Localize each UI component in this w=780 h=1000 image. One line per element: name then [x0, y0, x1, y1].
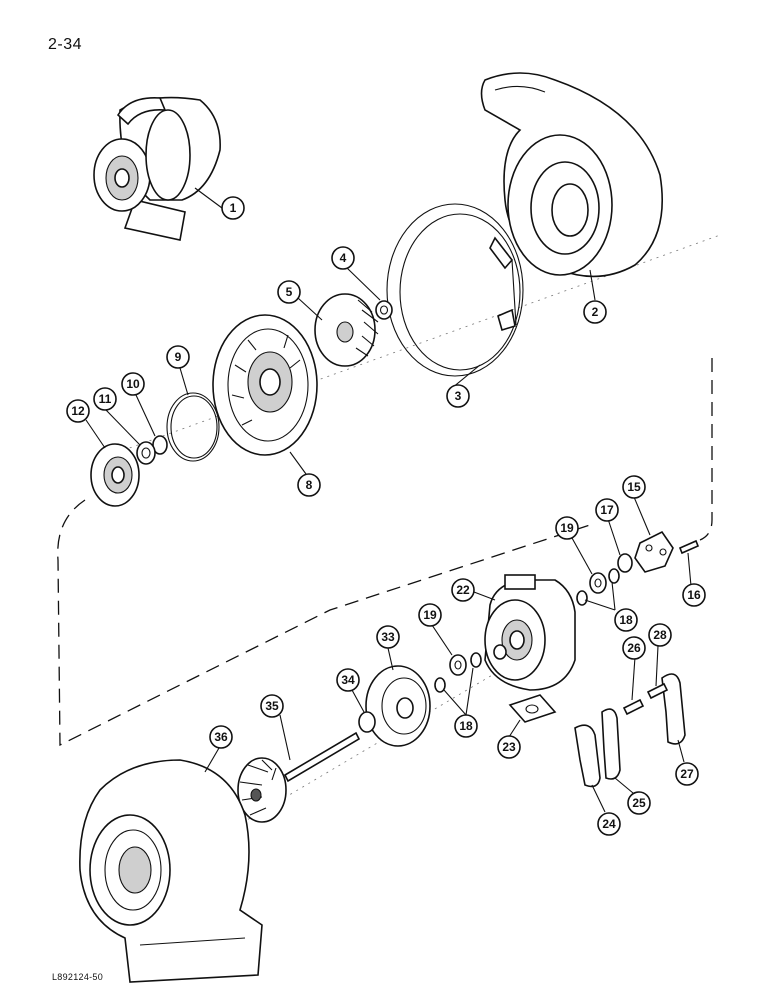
- part-oil-flange: [634, 530, 674, 573]
- callout-17: 17: [595, 498, 619, 522]
- svg-text:16: 16: [687, 588, 701, 602]
- callout-18-upper: 18: [614, 608, 638, 632]
- callout-1: 1: [221, 196, 245, 220]
- callout-9: 9: [166, 345, 190, 369]
- callout-16: 16: [682, 583, 706, 607]
- part-bolt-26: [622, 698, 645, 716]
- part-lock-nut: [375, 300, 393, 320]
- svg-text:28: 28: [653, 628, 667, 642]
- callout-2: 2: [583, 300, 607, 324]
- part-washer: [617, 553, 633, 573]
- callout-11: 11: [93, 387, 117, 411]
- svg-text:18: 18: [459, 719, 473, 733]
- part-lock-plate-25: [601, 708, 621, 780]
- svg-text:9: 9: [175, 350, 182, 364]
- part-compressor-wheel: [314, 293, 379, 367]
- callout-36: 36: [209, 725, 233, 749]
- figure-code: L892124-50: [52, 972, 104, 982]
- callout-23: 23: [497, 735, 521, 759]
- part-flange-bolt: [678, 539, 700, 555]
- callout-26: 26: [622, 636, 646, 660]
- part-lock-plate-27: [661, 673, 686, 745]
- svg-text:1: 1: [230, 201, 237, 215]
- svg-text:23: 23: [502, 740, 516, 754]
- part-compressor-housing: [480, 72, 663, 278]
- svg-text:26: 26: [627, 641, 641, 655]
- svg-text:34: 34: [341, 673, 355, 687]
- callout-19-lower: 19: [418, 603, 442, 627]
- part-center-housing: [484, 574, 576, 691]
- callout-19-upper: 19: [555, 516, 579, 540]
- svg-text:17: 17: [600, 503, 614, 517]
- part-heat-shield: [365, 665, 431, 747]
- page-number: 2-34: [48, 36, 83, 53]
- part-lock-plate-24: [574, 724, 601, 788]
- callout-18-lower: 18: [454, 714, 478, 738]
- callout-4: 4: [331, 246, 355, 270]
- callout-27: 27: [675, 762, 699, 786]
- svg-text:8: 8: [306, 478, 313, 492]
- svg-text:36: 36: [214, 730, 228, 744]
- callout-3: 3: [446, 384, 470, 408]
- part-assembled-turbocharger: [93, 96, 221, 241]
- callout-24: 24: [597, 812, 621, 836]
- dashed-assembly-path: [57, 358, 713, 747]
- callout-12: 12: [66, 399, 90, 423]
- callout-34: 34: [336, 668, 360, 692]
- callout-8: 8: [297, 473, 321, 497]
- part-turbine-wheel-shaft: [237, 731, 361, 823]
- svg-text:25: 25: [632, 796, 646, 810]
- callout-25: 25: [627, 791, 651, 815]
- part-v-band-clamp: [386, 203, 524, 377]
- svg-text:10: 10: [126, 377, 140, 391]
- callout-35: 35: [260, 694, 284, 718]
- part-turbine-housing: [79, 759, 263, 983]
- callout-15: 15: [622, 475, 646, 499]
- callout-28: 28: [648, 623, 672, 647]
- svg-text:24: 24: [602, 817, 616, 831]
- svg-text:18: 18: [619, 613, 633, 627]
- part-o-ring: [166, 392, 220, 462]
- svg-text:11: 11: [99, 392, 112, 406]
- svg-text:33: 33: [381, 630, 395, 644]
- part-thrust-collar: [136, 441, 156, 465]
- part-journal-bearing-lower: [434, 652, 482, 693]
- svg-text:15: 15: [627, 480, 641, 494]
- svg-text:12: 12: [71, 404, 85, 418]
- part-backplate: [212, 314, 318, 456]
- svg-text:22: 22: [456, 583, 470, 597]
- svg-text:27: 27: [680, 767, 694, 781]
- part-seal-ring: [358, 711, 376, 733]
- callout-5: 5: [277, 280, 301, 304]
- part-gasket: [508, 694, 557, 723]
- part-thrust-plate: [90, 443, 140, 507]
- svg-text:19: 19: [423, 608, 437, 622]
- part-journal-bearing-upper: [576, 568, 620, 606]
- callout-33: 33: [376, 625, 400, 649]
- svg-text:3: 3: [455, 389, 462, 403]
- svg-text:2: 2: [592, 305, 599, 319]
- svg-text:4: 4: [340, 251, 347, 265]
- callout-22: 22: [451, 578, 475, 602]
- part-bolt-28: [646, 682, 669, 700]
- svg-text:35: 35: [265, 699, 279, 713]
- svg-text:5: 5: [286, 285, 293, 299]
- callout-10: 10: [121, 372, 145, 396]
- svg-text:19: 19: [560, 521, 574, 535]
- leader-lines: [85, 187, 692, 813]
